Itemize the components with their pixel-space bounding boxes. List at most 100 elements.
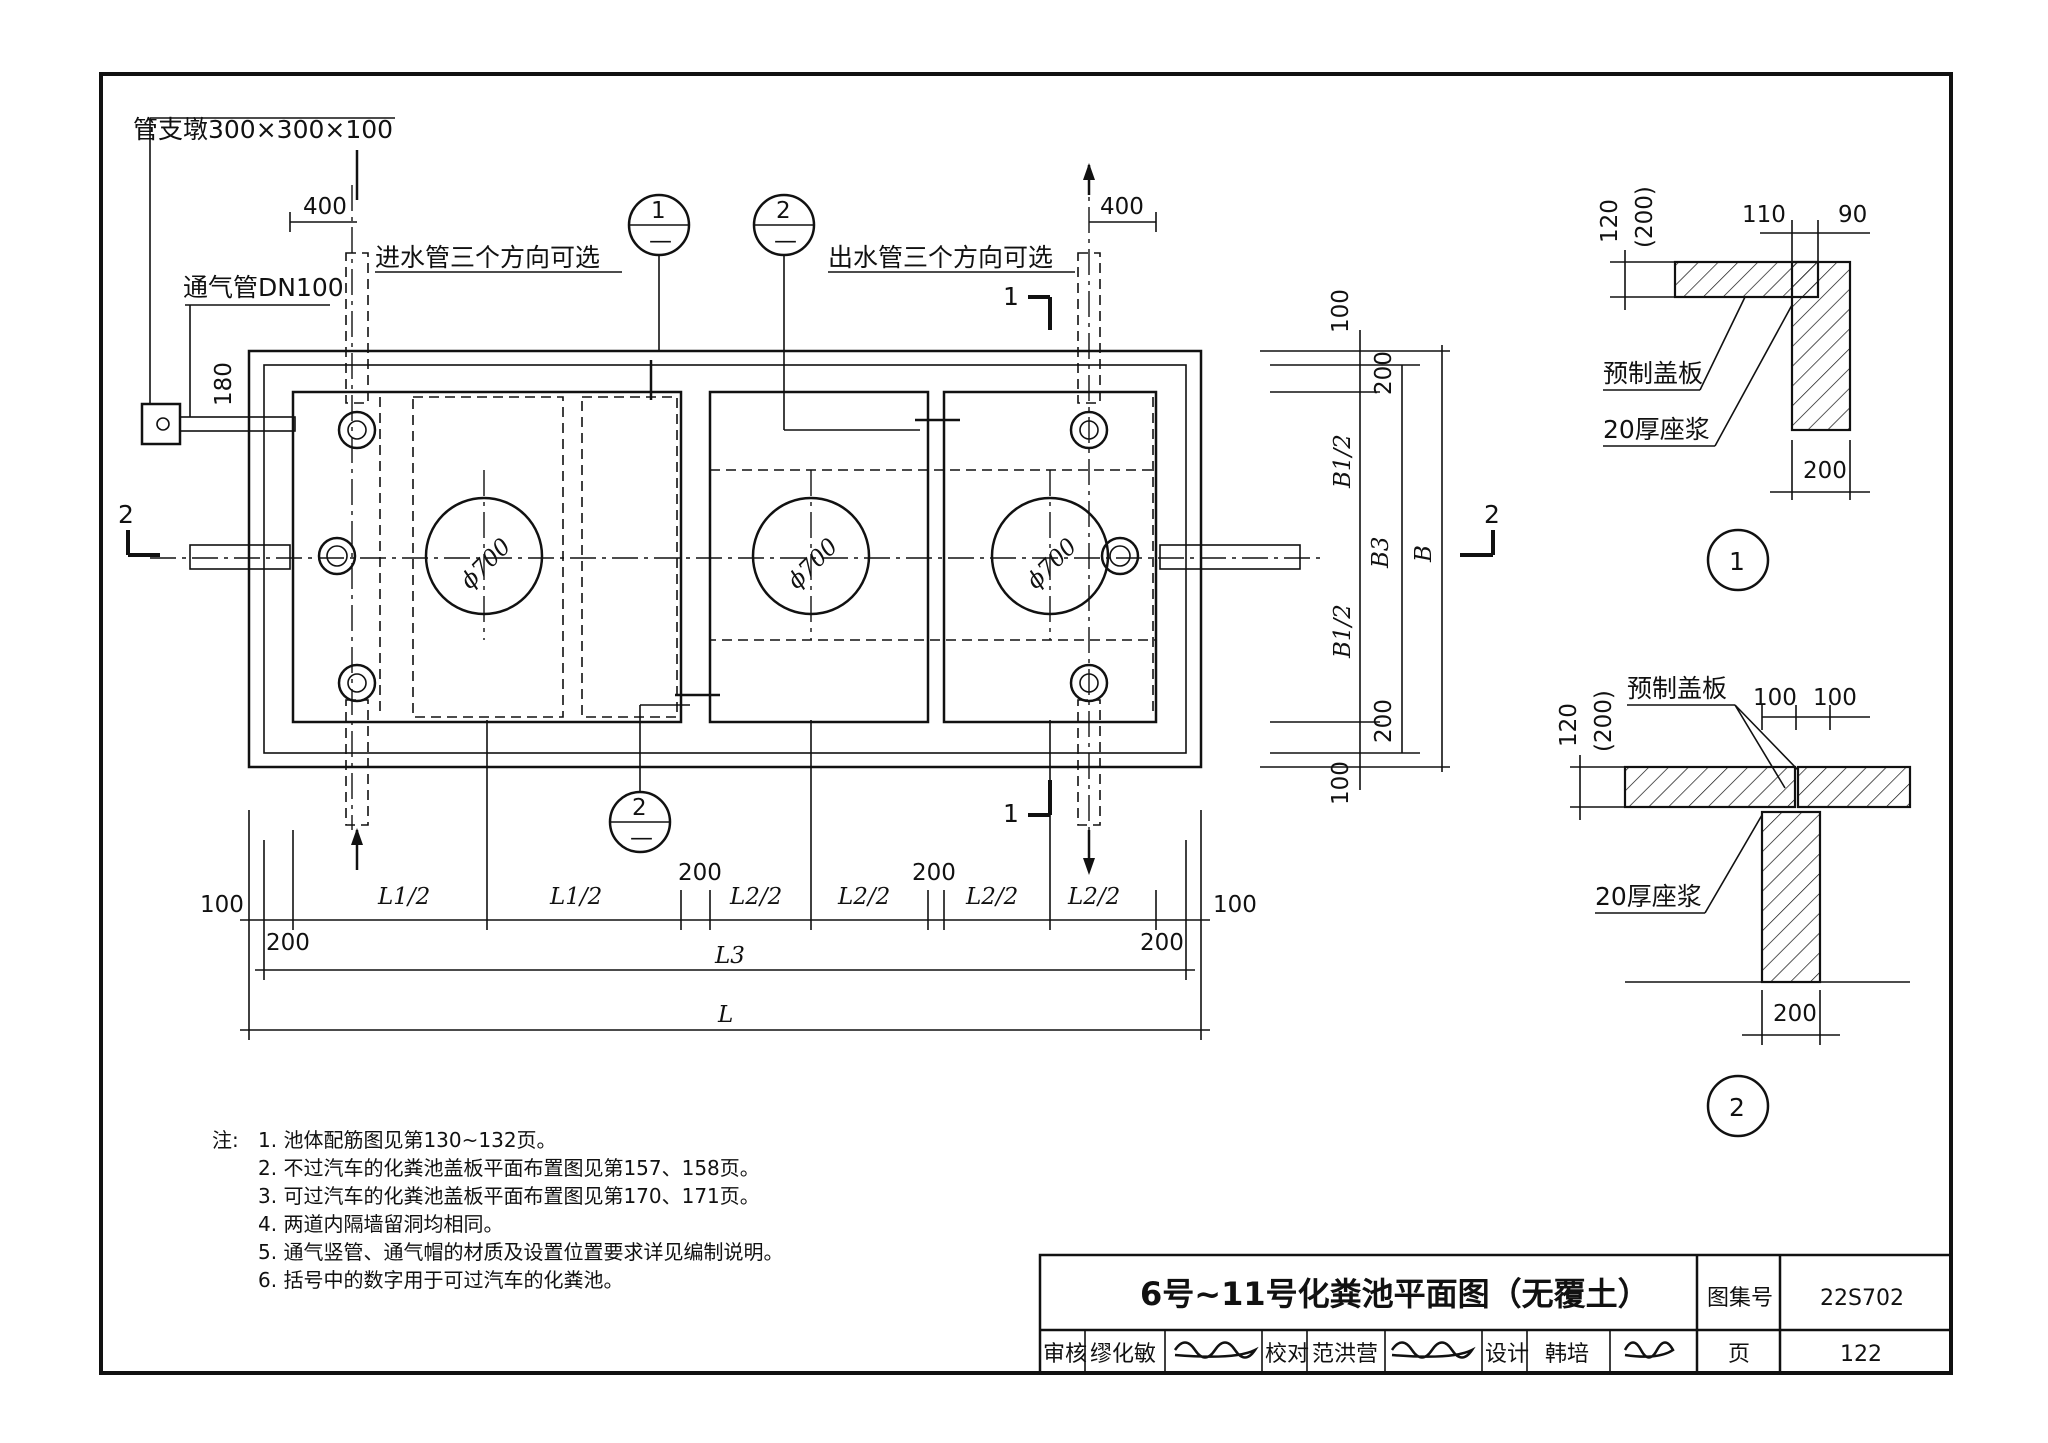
cover-outline-1 bbox=[412, 396, 564, 718]
vent-pipe bbox=[179, 416, 296, 432]
page-value: 122 bbox=[1840, 1342, 1882, 1367]
title-block: 6号~11号化粪池平面图（无覆土） 图集号 22S702 审核 缪化敏 校对 范… bbox=[1038, 1253, 1953, 1375]
pipe-support-block bbox=[140, 402, 182, 446]
svg-text:—: — bbox=[630, 825, 653, 851]
detail-2-dim-120: 120 bbox=[1556, 703, 1582, 747]
dim-l3: L3 bbox=[714, 943, 745, 969]
elbow-icon bbox=[1069, 663, 1109, 703]
dim-b1-half-top: B1/2 bbox=[1330, 434, 1356, 489]
detail-1-number-circle bbox=[1706, 528, 1770, 592]
manhole-1-label: ϕ700 bbox=[456, 534, 517, 595]
detail-1-dim-90: 90 bbox=[1838, 202, 1867, 228]
dim-200-mid2: 200 bbox=[912, 860, 956, 886]
callout-1-top: 1 — bbox=[627, 193, 691, 350]
detail-2-number-circle bbox=[1706, 1074, 1770, 1138]
callout-2-top: 2 — bbox=[752, 193, 920, 431]
outlet-pipe-down bbox=[1077, 699, 1101, 826]
manhole-3-label: ϕ700 bbox=[1022, 534, 1083, 595]
page-label: 页 bbox=[1728, 1342, 1750, 1367]
detail-1-mortar-label: 20厚座浆 bbox=[1603, 415, 1710, 444]
detail-1-dim-120: 120 bbox=[1597, 199, 1623, 243]
outlet-label: 出水管三个方向可选 bbox=[828, 243, 1053, 272]
inlet-pipe-horizontal bbox=[189, 544, 291, 570]
review-label: 审核 bbox=[1043, 1342, 1087, 1367]
detail-2-dim-100-b: 100 bbox=[1813, 685, 1857, 711]
check-label: 校对 bbox=[1265, 1342, 1309, 1367]
cover-outline-3 bbox=[709, 469, 1157, 641]
section-1-top: 1 bbox=[1003, 282, 1019, 311]
note-item: 5. 通气竖管、通气帽的材质及设置位置要求详见编制说明。 bbox=[258, 1240, 783, 1264]
dim-b1-half-bottom: B1/2 bbox=[1330, 604, 1356, 659]
dim-l1-half-b: L1/2 bbox=[549, 884, 602, 910]
tank-outer-wall bbox=[247, 349, 1203, 769]
elbow-icon bbox=[337, 663, 377, 703]
detail-2-dim-100-a: 100 bbox=[1753, 685, 1797, 711]
outlet-tee-icon bbox=[1100, 536, 1140, 576]
dim-l1-half-a: L1/2 bbox=[377, 884, 430, 910]
right-dimensions: 100 200 B1/2 B3 B B1/2 200 100 bbox=[1260, 289, 1450, 805]
note-item: 3. 可过汽车的化粪池盖板平面布置图见第170、171页。 bbox=[258, 1184, 760, 1208]
inlet-pipe-up bbox=[345, 252, 369, 404]
detail-2-wall bbox=[1760, 810, 1822, 984]
dim-200-bottom: 200 bbox=[1371, 699, 1397, 743]
checker-name: 范洪营 bbox=[1312, 1342, 1378, 1367]
inlet-label: 进水管三个方向可选 bbox=[375, 243, 600, 272]
detail-1-wall bbox=[1790, 260, 1852, 432]
atlas-value: 22S702 bbox=[1820, 1286, 1904, 1311]
elbow-icon bbox=[337, 410, 377, 450]
detail-2-dim-200-paren: (200) bbox=[1591, 690, 1617, 752]
atlas-label: 图集号 bbox=[1707, 1286, 1773, 1311]
dim-100-top: 100 bbox=[1328, 289, 1354, 333]
dim-400-left: 400 bbox=[303, 194, 347, 220]
svg-text:2: 2 bbox=[776, 198, 791, 224]
detail-2-cover-label: 预制盖板 bbox=[1627, 674, 1727, 703]
note-item: 6. 括号中的数字用于可过汽车的化粪池。 bbox=[258, 1268, 623, 1292]
detail-1-dim-110: 110 bbox=[1742, 202, 1786, 228]
inlet-pipe-down bbox=[345, 699, 369, 826]
detail-1-cover-label: 预制盖板 bbox=[1603, 359, 1703, 388]
dim-l: L bbox=[717, 1002, 733, 1028]
dim-100-right: 100 bbox=[1213, 892, 1257, 918]
dim-400-right: 400 bbox=[1100, 194, 1144, 220]
dim-b3: B3 bbox=[1368, 536, 1394, 569]
dim-200-left: 200 bbox=[266, 930, 310, 956]
detail-2-mortar-label: 20厚座浆 bbox=[1595, 882, 1702, 911]
svg-text:1: 1 bbox=[651, 198, 666, 224]
detail-1-dim-200-paren: (200) bbox=[1632, 186, 1658, 248]
elbow-icon bbox=[1069, 410, 1109, 450]
dim-100-left: 100 bbox=[200, 892, 244, 918]
reviewer-signature bbox=[1173, 1341, 1259, 1359]
dim-l2-half-d: L2/2 bbox=[1067, 884, 1120, 910]
detail-2: 120 (200) 预制盖板 100 100 20厚座浆 200 2 bbox=[1556, 674, 1912, 1138]
detail-1-dim-200: 200 bbox=[1803, 458, 1847, 484]
svg-text:—: — bbox=[649, 228, 672, 254]
outlet-pipe-up bbox=[1077, 252, 1101, 404]
dim-200-right: 200 bbox=[1140, 930, 1184, 956]
checker-signature bbox=[1390, 1341, 1476, 1359]
dim-b: B bbox=[1411, 545, 1437, 563]
dim-l2-half-a: L2/2 bbox=[729, 884, 782, 910]
bottom-dimensions: 100 200 L1/2 L1/2 200 L2/2 L2/2 200 L2/2… bbox=[200, 720, 1257, 1040]
tank-outer-wall-inner bbox=[263, 364, 1187, 754]
section-2-left: 2 bbox=[118, 500, 134, 529]
drawing-title: 6号~11号化粪池平面图（无覆土） bbox=[1140, 1275, 1650, 1313]
detail-2-cover-left bbox=[1623, 765, 1797, 809]
pipe-support-label: 管支墩300×300×100 bbox=[133, 115, 393, 144]
designer-signature bbox=[1623, 1341, 1675, 1359]
callout-2-bottom: 2 — bbox=[608, 704, 690, 854]
note-item: 4. 两道内隔墙留洞均相同。 bbox=[258, 1212, 503, 1236]
svg-text:2: 2 bbox=[632, 795, 647, 821]
plan-view: ϕ700 ϕ700 ϕ700 bbox=[118, 115, 1500, 875]
dim-200-top: 200 bbox=[1371, 351, 1397, 395]
detail-2-number: 2 bbox=[1729, 1093, 1745, 1122]
manhole-2-label: ϕ700 bbox=[783, 534, 844, 595]
detail-2-cover-right bbox=[1796, 765, 1912, 809]
outlet-pipe-horizontal bbox=[1159, 544, 1301, 570]
svg-text:—: — bbox=[774, 228, 797, 254]
inlet-tee-icon bbox=[317, 536, 357, 576]
vent-pipe-label: 通气管DN100 bbox=[183, 273, 344, 302]
detail-1: 120 (200) 110 90 预制盖板 20厚座浆 200 1 bbox=[1597, 186, 1870, 592]
dim-l2-half-c: L2/2 bbox=[965, 884, 1018, 910]
notes-prefix: 注: bbox=[212, 1128, 239, 1152]
